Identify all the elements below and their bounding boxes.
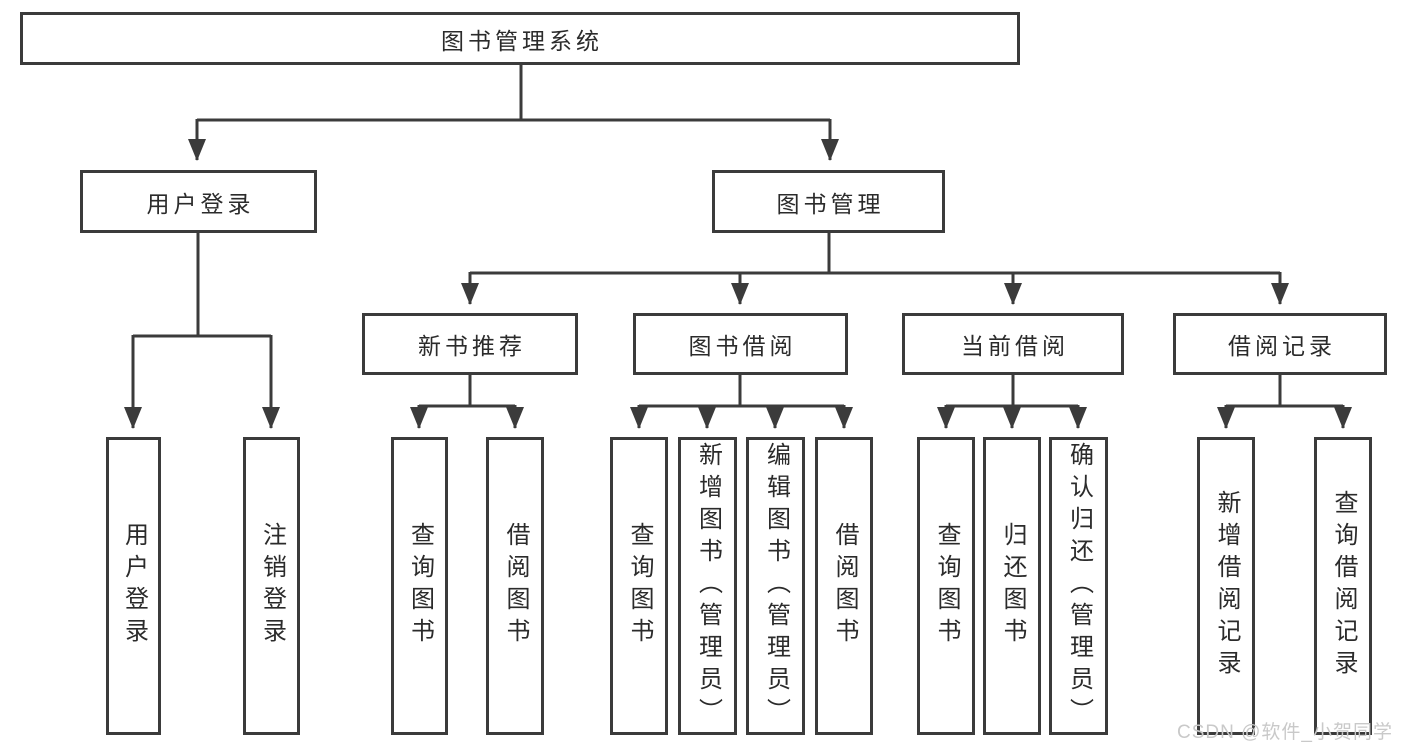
node-new-book-recommend: 新书推荐	[362, 313, 578, 375]
node-current-borrow-label: 当前借阅	[961, 333, 1069, 359]
node-user-login-branch-label: 用户登录	[146, 190, 255, 217]
node-root-label: 图书管理系统	[441, 27, 603, 54]
node-book-borrow-label: 图书借阅	[688, 333, 797, 359]
leaf-borrow-books-borrow: 借阅图书	[815, 437, 873, 735]
leaf-logout: 注销登录	[243, 437, 300, 735]
leaf-query-books-recommend-label: 查询图书	[406, 522, 434, 650]
node-book-borrow: 图书借阅	[633, 313, 848, 375]
node-borrow-records: 借阅记录	[1173, 313, 1387, 375]
leaf-borrow-books-recommend-label: 借阅图书	[502, 522, 529, 650]
node-borrow-records-label: 借阅记录	[1228, 333, 1336, 359]
leaf-user-login-label: 用户登录	[120, 522, 148, 650]
leaf-edit-book-admin-label: 编辑图书（管理员）	[762, 442, 790, 730]
leaf-borrow-books-recommend: 借阅图书	[486, 437, 544, 735]
leaf-query-books-current-label: 查询图书	[933, 522, 960, 650]
node-book-management: 图书管理	[712, 170, 945, 233]
leaf-confirm-return-admin-label: 确认归还（管理员）	[1065, 442, 1093, 730]
leaf-query-books-current: 查询图书	[917, 437, 975, 735]
watermark-text: CSDN @软件_小贺同学	[1177, 722, 1393, 743]
node-user-login-branch: 用户登录	[80, 170, 317, 233]
leaf-user-login: 用户登录	[106, 437, 161, 735]
leaf-return-book-label: 归还图书	[999, 522, 1026, 650]
leaf-add-borrow-record: 新增借阅记录	[1197, 437, 1255, 735]
leaf-add-book-admin: 新增图书（管理员）	[678, 437, 737, 735]
leaf-add-borrow-record-label: 新增借阅记录	[1213, 490, 1240, 682]
leaf-return-book: 归还图书	[983, 437, 1041, 735]
leaf-logout-label: 注销登录	[258, 522, 286, 650]
node-new-book-recommend-label: 新书推荐	[418, 333, 526, 359]
leaf-add-book-admin-label: 新增图书（管理员）	[694, 442, 722, 730]
node-current-borrow: 当前借阅	[902, 313, 1124, 375]
leaf-confirm-return-admin: 确认归还（管理员）	[1049, 437, 1108, 735]
leaf-edit-book-admin: 编辑图书（管理员）	[746, 437, 805, 735]
leaf-query-books-borrow-label: 查询图书	[626, 522, 653, 650]
node-root: 图书管理系统	[20, 12, 1020, 65]
leaf-query-books-borrow: 查询图书	[610, 437, 668, 735]
leaf-borrow-books-borrow-label: 借阅图书	[831, 522, 858, 650]
node-book-management-label: 图书管理	[776, 190, 885, 217]
leaf-query-borrow-record: 查询借阅记录	[1314, 437, 1372, 735]
leaf-query-borrow-record-label: 查询借阅记录	[1330, 490, 1357, 682]
leaf-query-books-recommend: 查询图书	[391, 437, 448, 735]
